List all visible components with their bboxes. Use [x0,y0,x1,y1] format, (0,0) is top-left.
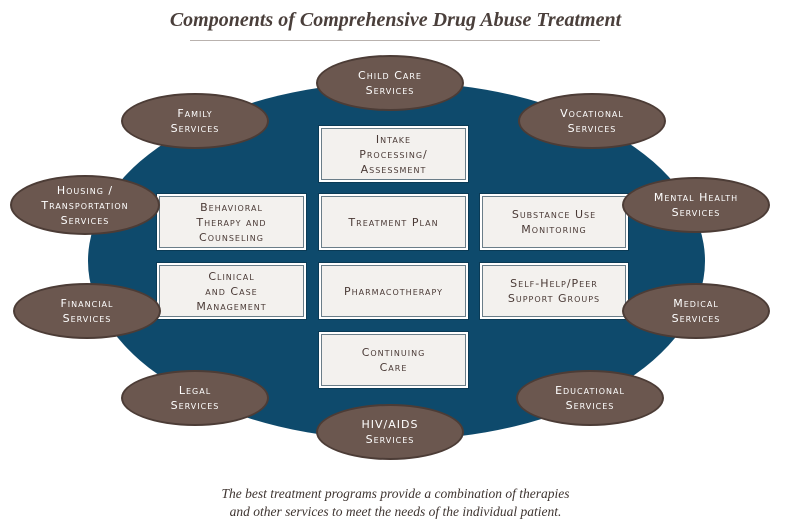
diagram-caption: The best treatment programs provide a co… [0,485,791,521]
oval-family-services: Family Services [121,93,269,149]
oval-hiv-aids-services: HIV/AIDS Services [316,404,464,460]
oval-child-care-services: Child Care Services [316,55,464,111]
oval-legal-services: Legal Services [121,370,269,426]
diagram-title: Components of Comprehensive Drug Abuse T… [169,9,622,31]
box-continuing-care: Continuing Care [318,331,469,389]
oval-medical-services: Medical Services [622,283,770,339]
oval-educational-services: Educational Services [516,370,664,426]
caption-line-2: and other services to meet the needs of … [229,504,562,519]
oval-housing-transportation-services: Housing / Transportation Services [10,175,160,235]
caption-line-1: The best treatment programs provide a co… [221,486,570,501]
oval-mental-health-services: Mental Health Services [622,177,770,233]
box-substance-use-monitoring: Substance Use Monitoring [479,193,629,251]
box-behavioral-therapy: Behavioral Therapy and Counseling [156,193,307,251]
box-clinical-case-management: Clinical and Case Management [156,262,307,320]
oval-vocational-services: Vocational Services [518,93,666,149]
box-self-help-peer-support: Self-Help/Peer Support Groups [479,262,629,320]
box-treatment-plan: Treatment Plan [318,193,469,251]
oval-financial-services: Financial Services [13,283,161,339]
box-intake-assessment: Intake Processing/ Assessment [318,125,469,183]
box-pharmacotherapy: Pharmacotherapy [318,262,469,320]
title-divider [190,40,600,41]
